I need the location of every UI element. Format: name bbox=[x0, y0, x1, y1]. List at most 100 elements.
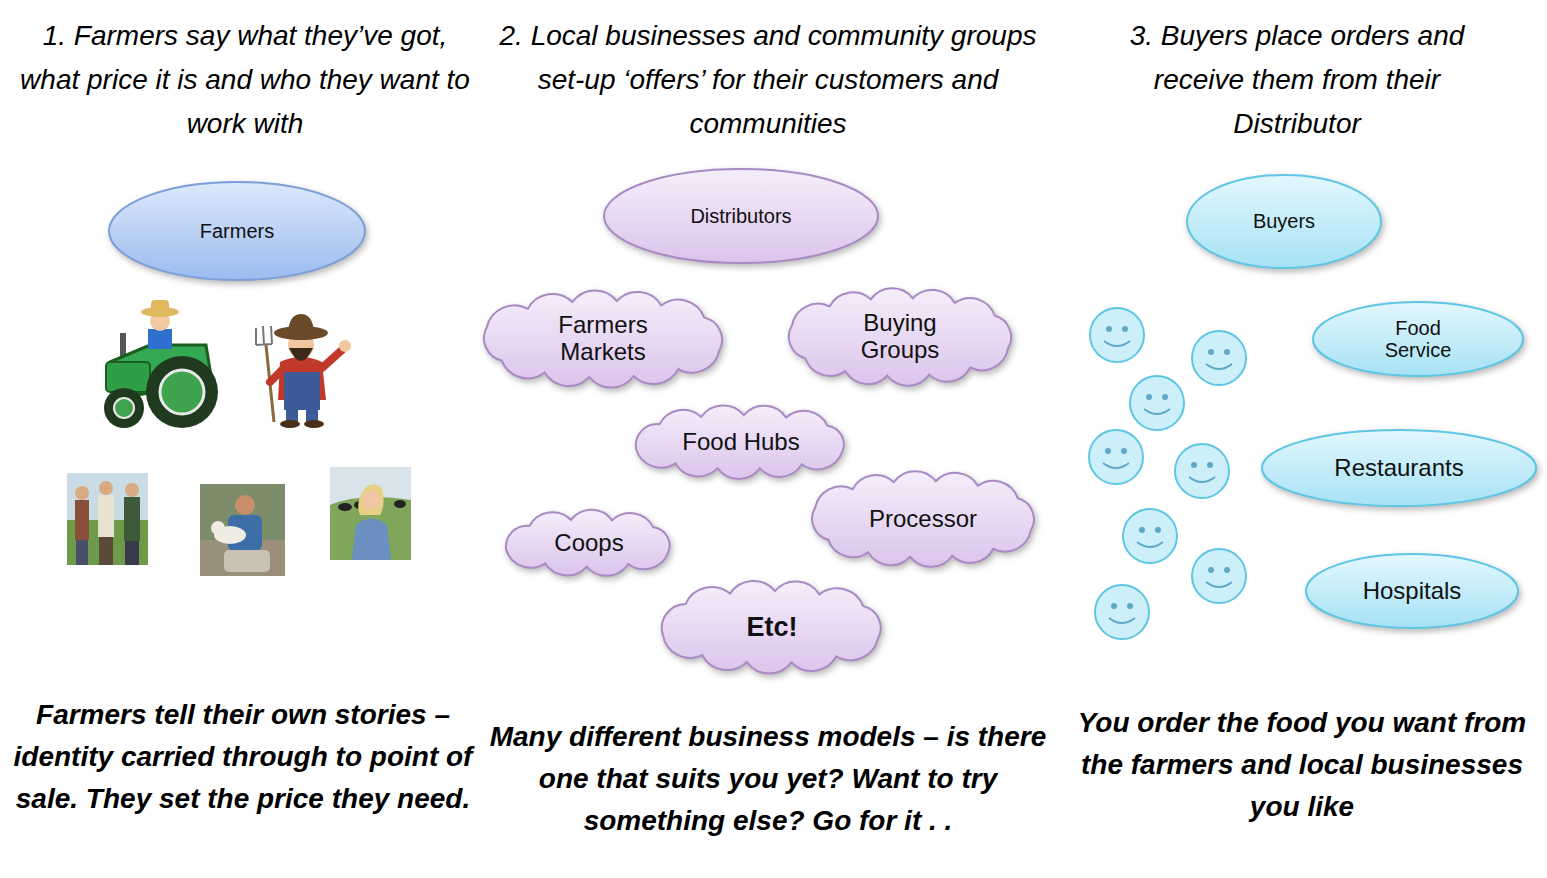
eye bbox=[1224, 567, 1230, 573]
farmer-overalls bbox=[284, 372, 320, 410]
node-label: Distributors bbox=[690, 205, 791, 227]
rear-tire bbox=[146, 356, 218, 428]
farmer-leg bbox=[306, 408, 318, 422]
person-head bbox=[362, 491, 380, 509]
person-legs bbox=[125, 541, 139, 565]
person-body bbox=[98, 495, 114, 537]
node-label: Farmers Markets bbox=[543, 312, 663, 366]
label-holder: Distributors bbox=[602, 167, 880, 265]
eye bbox=[1191, 462, 1197, 468]
eye bbox=[1208, 349, 1214, 355]
cloud-shape bbox=[789, 288, 1011, 385]
business-cloud: Processor bbox=[795, 466, 1051, 572]
tractor-farmer bbox=[104, 300, 218, 428]
node-label: Processor bbox=[869, 506, 977, 533]
label-holder: Farmers Markets bbox=[465, 285, 741, 393]
node-label: Hospitals bbox=[1363, 578, 1462, 605]
node-label: Farmers bbox=[200, 220, 274, 242]
smile bbox=[1104, 341, 1130, 346]
node-label: Coops bbox=[554, 530, 623, 557]
ellipse-shape bbox=[1313, 302, 1523, 376]
face bbox=[1175, 444, 1229, 498]
person-head bbox=[125, 483, 139, 497]
front-tire bbox=[104, 388, 144, 428]
cloud-shape bbox=[812, 471, 1034, 567]
cartoon-farmer bbox=[256, 314, 351, 428]
smile bbox=[1109, 618, 1135, 623]
label-holder: Buying Groups bbox=[772, 283, 1028, 391]
person-head bbox=[235, 495, 255, 515]
label-block: Buying Groups bbox=[845, 310, 955, 364]
node-label: Buying Groups bbox=[845, 310, 955, 364]
business-cloud: Coops bbox=[487, 504, 691, 582]
node-label: Food Service bbox=[1373, 317, 1463, 362]
eye bbox=[1208, 567, 1214, 573]
hat-crown bbox=[151, 300, 169, 312]
node-label: Restaurants bbox=[1334, 455, 1463, 482]
face bbox=[1089, 430, 1143, 484]
ellipse-shape bbox=[1187, 175, 1381, 268]
eye bbox=[1111, 603, 1117, 609]
face bbox=[1090, 308, 1144, 362]
label-holder: Hospitals bbox=[1304, 552, 1520, 630]
label-holder: Restaurants bbox=[1260, 428, 1538, 508]
eye bbox=[1122, 326, 1128, 332]
photo-sky bbox=[330, 467, 411, 560]
eye bbox=[1106, 326, 1112, 332]
business-cloud: Buying Groups bbox=[772, 283, 1028, 391]
node-label: Food Hubs bbox=[682, 429, 799, 456]
dog-head bbox=[211, 521, 225, 535]
label-block: Restaurants bbox=[1334, 455, 1463, 482]
person-legs bbox=[224, 550, 270, 572]
photo-sky bbox=[67, 473, 148, 565]
person-body bbox=[75, 500, 89, 540]
person-head bbox=[99, 481, 113, 495]
person-legs bbox=[76, 540, 88, 565]
face bbox=[1123, 509, 1177, 563]
smile bbox=[1103, 463, 1129, 468]
column-heading: 1. Farmers say what they’ve got, what pr… bbox=[20, 14, 470, 146]
front-rim bbox=[114, 398, 134, 418]
person-head bbox=[75, 486, 89, 500]
smiley-face bbox=[1192, 331, 1246, 385]
farmer-hand bbox=[339, 340, 351, 352]
driver-overalls bbox=[148, 329, 172, 349]
label-holder: Food Hubs bbox=[617, 400, 865, 484]
smiley-face bbox=[1095, 585, 1149, 639]
column-summary: You order the food you want from the far… bbox=[1072, 702, 1532, 828]
farmer-arm bbox=[270, 370, 282, 382]
person-hair bbox=[358, 484, 383, 515]
stakeholder-ellipse: Farmers bbox=[107, 180, 367, 282]
label-holder: Food Service bbox=[1311, 300, 1525, 378]
ellipse-shape bbox=[604, 169, 878, 263]
ellipse-shape bbox=[1262, 430, 1536, 506]
cloud-shape bbox=[506, 510, 670, 576]
column-summary: Farmers tell their own stories – identit… bbox=[13, 694, 473, 820]
label-holder: Etc! bbox=[644, 575, 900, 679]
label-block: Food Service bbox=[1373, 317, 1463, 362]
smiley-face bbox=[1123, 509, 1177, 563]
eye bbox=[1127, 603, 1133, 609]
farmer-photo bbox=[67, 473, 148, 565]
eye bbox=[1146, 394, 1152, 400]
pitchfork-tines bbox=[256, 326, 272, 345]
person-shirt bbox=[352, 519, 391, 561]
eye bbox=[1224, 349, 1230, 355]
smile bbox=[1206, 582, 1232, 587]
person-body bbox=[124, 497, 140, 541]
stakeholder-ellipse: Buyers bbox=[1185, 173, 1383, 270]
node-label: Buyers bbox=[1253, 210, 1315, 232]
eye bbox=[1155, 527, 1161, 533]
person-legs bbox=[99, 537, 113, 565]
stakeholder-ellipse: Hospitals bbox=[1304, 552, 1520, 630]
label-holder: Coops bbox=[487, 504, 691, 582]
eye bbox=[1121, 448, 1127, 454]
label-holder: Farmers bbox=[107, 180, 367, 282]
label-block: Farmers Markets bbox=[543, 312, 663, 366]
tractor-hood bbox=[106, 362, 150, 392]
label-block: Distributors bbox=[690, 205, 791, 227]
stakeholder-ellipse: Restaurants bbox=[1260, 428, 1538, 508]
cow bbox=[338, 503, 352, 511]
smile bbox=[1189, 477, 1215, 482]
